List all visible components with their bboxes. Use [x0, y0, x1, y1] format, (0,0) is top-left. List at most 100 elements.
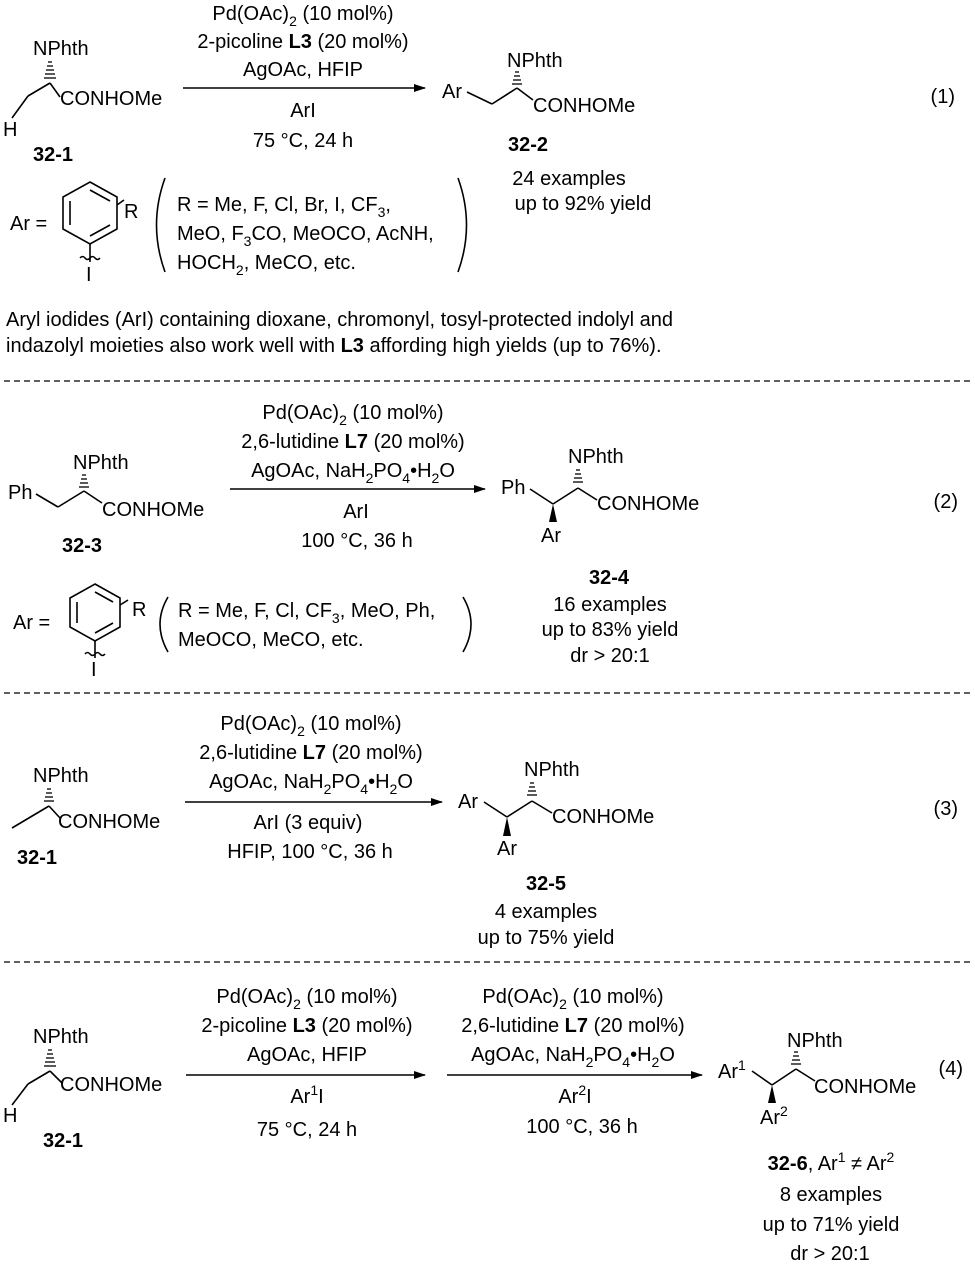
nphth-label: NPhth: [33, 38, 89, 60]
catalyst-text: Pd(OAc)2 (10 mol%): [212, 3, 393, 29]
hashed-wedge-bond: [573, 469, 583, 483]
solid-wedge-bond: [768, 1085, 776, 1103]
hashed-wedge-bond: [44, 61, 56, 79]
substrate-32-1: NPhth CONHOMe H 32-1: [3, 1026, 162, 1152]
bond: [506, 800, 533, 818]
examples-count: 8 examples: [780, 1184, 882, 1206]
conhome-label: CONHOMe: [102, 499, 204, 521]
bond: [516, 87, 534, 101]
benzene-ring-icon: [69, 583, 121, 642]
r-substituent: R: [124, 201, 138, 223]
additive-text: AgOAc, HFIP: [243, 59, 363, 81]
ar-label: Ar: [541, 525, 561, 547]
compound-id: 32-1: [43, 1130, 83, 1152]
compound-id: 32-5: [526, 873, 566, 895]
hashed-wedge-bond: [44, 1049, 56, 1067]
compound-id: 32-6, Ar1 ≠ Ar2: [768, 1149, 895, 1175]
conhome-label: CONHOMe: [60, 1074, 162, 1096]
ar2-label: Ar2: [760, 1103, 788, 1129]
iodine-label: I: [86, 264, 92, 286]
conditions-2: Pd(OAc)2 (10 mol%) 2,6-lutidine L7 (20 m…: [230, 402, 486, 552]
compound-id: 32-4: [589, 567, 630, 589]
bond: [49, 82, 61, 98]
nphth-label: NPhth: [787, 1030, 843, 1052]
nphth-label: NPhth: [524, 759, 580, 781]
equation-number: (2): [934, 491, 958, 513]
r-list-line: HOCH2, MeCO, etc.: [177, 252, 356, 278]
ligand-text: 2-picoline L3 (20 mol%): [197, 31, 408, 53]
reaction-2: Ph NPhth CONHOMe 32-3 Pd(OAc)2 (10 mol%)…: [8, 402, 958, 681]
conhome-label: CONHOMe: [814, 1076, 916, 1098]
bond: [48, 805, 61, 819]
compound-id: 32-1: [33, 144, 73, 166]
attachment-wavy-icon: [84, 651, 106, 657]
examples-count: 24 examples: [512, 168, 625, 190]
bond: [119, 599, 129, 606]
ar1-label: Ar1: [718, 1057, 746, 1083]
additive-text: AgOAc, HFIP: [247, 1044, 367, 1066]
r-list-line: MeOCO, MeCO, etc.: [178, 629, 364, 651]
bond: [57, 490, 85, 508]
hashed-wedge-bond: [512, 71, 522, 85]
temperature-time-text: 100 °C, 36 h: [301, 530, 412, 552]
attachment-wavy-icon: [79, 255, 101, 261]
conhome-label: CONHOMe: [533, 95, 635, 117]
equation-number: (1): [931, 86, 955, 108]
product-32-4: Ph NPhth CONHOMe Ar 32-4 16 examples up …: [501, 446, 699, 667]
examples-count: 4 examples: [495, 901, 597, 923]
equation-number: (4): [939, 1058, 963, 1080]
conditions-1: Pd(OAc)2 (10 mol%) 2-picoline L3 (20 mol…: [183, 3, 426, 152]
catalyst-text: Pd(OAc)2 (10 mol%): [220, 713, 401, 739]
bond: [11, 95, 29, 119]
temperature-time-text: 75 °C, 24 h: [257, 1119, 357, 1141]
bond: [35, 493, 59, 508]
product-32-2: Ar NPhth CONHOMe 32-2 24 examples up to …: [442, 50, 651, 215]
ligand-text: 2,6-lutidine L7 (20 mol%): [199, 742, 422, 764]
product-32-6: Ar1 NPhth CONHOMe Ar2 32-6, Ar1 ≠ Ar2 8 …: [718, 1030, 916, 1265]
hashed-wedge-bond: [527, 782, 537, 796]
solid-wedge-bond: [503, 817, 511, 836]
aryl-definition-1: Ar = R I R = Me, F, Cl, Br, I, CF3, MeO,…: [10, 177, 468, 286]
bond: [771, 1068, 797, 1086]
r-list-line: R = Me, F, Cl, CF3, MeO, Ph,: [178, 600, 435, 626]
reaction-1: NPhth CONHOMe H 32-1 Pd(OAc)2 (10 mol%) …: [3, 3, 955, 357]
bond: [795, 1068, 816, 1082]
temperature-time-text: 100 °C, 36 h: [526, 1116, 637, 1138]
bond: [577, 487, 598, 501]
conditions-3: Pd(OAc)2 (10 mol%) 2,6-lutidine L7 (20 m…: [185, 713, 443, 863]
compound-id: 32-3: [62, 535, 102, 557]
yield-text: up to 83% yield: [542, 619, 679, 641]
hashed-wedge-bond: [44, 788, 54, 802]
product-32-5: Ar NPhth CONHOMe Ar 32-5 4 examples up t…: [458, 759, 654, 949]
right-parenthesis: [457, 177, 468, 273]
additive-text: AgOAc, NaH2PO4•H2O: [251, 460, 455, 486]
bond: [552, 487, 579, 505]
reagent-text: Ar2I: [558, 1082, 591, 1108]
ar-label: Ar: [458, 791, 478, 813]
dr-text: dr > 20:1: [570, 645, 650, 667]
r-list-line: MeO, F3CO, MeOCO, AcNH,: [177, 223, 434, 249]
bond: [49, 1070, 63, 1084]
bond: [751, 1070, 773, 1086]
bond: [531, 800, 553, 814]
left-parenthesis: [159, 596, 169, 653]
additive-text: AgOAc, NaH2PO4•H2O: [209, 771, 413, 797]
h-label: H: [3, 1105, 17, 1127]
bond: [11, 805, 50, 829]
yield-text: up to 71% yield: [763, 1214, 900, 1236]
bond: [83, 490, 103, 504]
bond: [116, 199, 125, 206]
dr-text: dr > 20:1: [790, 1243, 870, 1265]
nphth-label: NPhth: [33, 765, 89, 787]
substrate-32-1: NPhth CONHOMe H 32-1: [3, 38, 162, 166]
conhome-label: CONHOMe: [58, 811, 160, 833]
conhome-label: CONHOMe: [60, 88, 162, 110]
conditions-4b: Pd(OAc)2 (10 mol%) 2,6-lutidine L7 (20 m…: [447, 986, 703, 1138]
equation-number: (3): [934, 798, 958, 820]
ligand-text: 2-picoline L3 (20 mol%): [201, 1015, 412, 1037]
nphth-label: NPhth: [33, 1026, 89, 1048]
reagent-text: ArI (3 equiv): [254, 812, 363, 834]
bond: [27, 1070, 51, 1085]
